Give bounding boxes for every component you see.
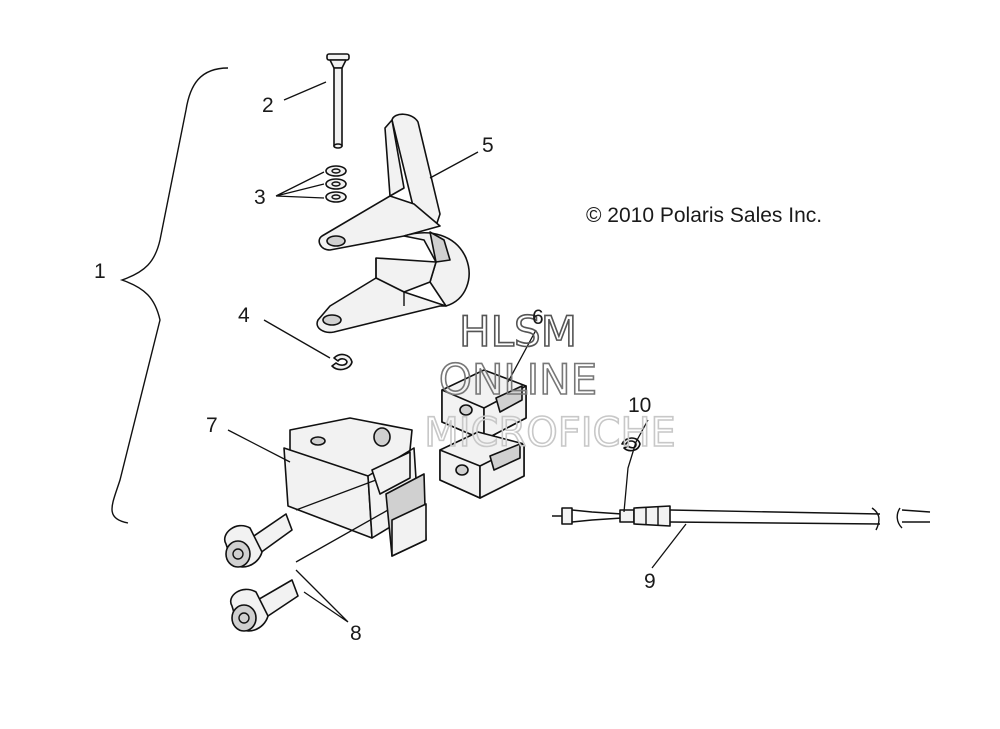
watermark-line-2: ONLINE [439,355,597,404]
split-block-part [439,369,527,499]
watermark-line-1: HLSM [459,307,577,356]
clamp-block-part [283,417,427,557]
callout-3: 3 [254,186,266,209]
socket-screw-upper-part [223,513,293,568]
cable-part [552,505,931,531]
socket-screw-lower-part [229,579,299,632]
callout-9: 9 [644,570,656,593]
assembly-brace [111,67,229,524]
callout-1: 1 [94,260,106,283]
callout-5: 5 [482,134,494,157]
callout-4: 4 [238,304,250,327]
callout-10: 10 [628,394,651,417]
e-clip-part [331,353,353,371]
washer-stack-part [325,165,347,203]
callout-2: 2 [262,94,274,117]
pin-part [326,53,350,149]
callout-labels: 1 2 3 4 5 6 7 8 9 10 [94,94,656,645]
copyright-notice: © 2010 Polaris Sales Inc. [586,204,822,227]
callout-6: 6 [532,306,544,329]
watermark: HLSM ONLINE MICROFICHE [423,306,676,457]
watermark-line-3: MICROFICHE [424,410,676,456]
callout-7: 7 [206,414,218,437]
leader-lines [227,81,687,623]
callout-8: 8 [350,622,362,645]
bracket-part [316,113,470,334]
